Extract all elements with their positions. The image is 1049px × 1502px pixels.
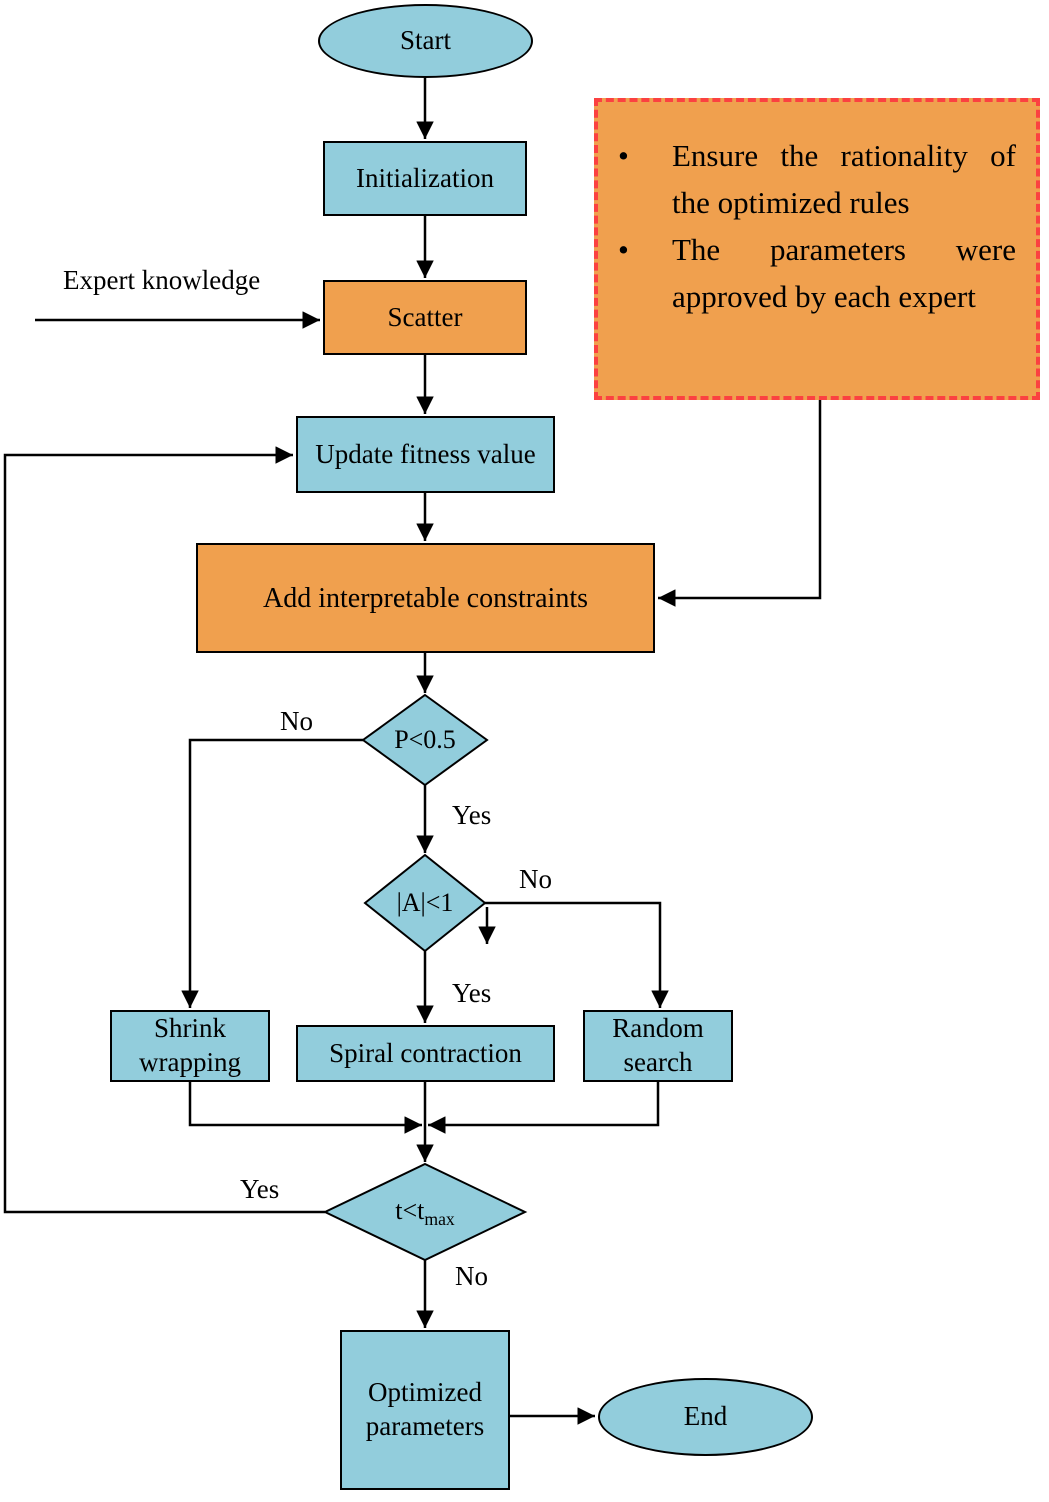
shrink-wrapping-node: Shrink wrapping (110, 1010, 270, 1082)
edge-label-a-no: No (519, 864, 552, 894)
add-constraints-node: Add interpretable constraints (196, 543, 655, 653)
edge-label-a-yes: Yes (452, 978, 492, 1008)
decision-shapes (322, 693, 528, 1262)
initialization-node: Initialization (323, 141, 527, 216)
bullet-icon: • (618, 232, 629, 268)
note-bullet-item: • The parameters were approved by each e… (610, 226, 1020, 320)
decision-p-shape (361, 693, 489, 787)
note-bullet-text: The parameters were approved by each exp… (672, 232, 1016, 315)
update-fitness-node: Update fitness value (296, 416, 555, 493)
decision-t-label-text: t<t (395, 1196, 425, 1225)
random-search-label: Random search (612, 1013, 704, 1077)
connectors (3, 78, 822, 1425)
decision-p-label: P<0.5 (394, 725, 456, 754)
scatter-label: Scatter (387, 301, 463, 332)
decision-a-label: |A|<1 (396, 888, 454, 917)
annotation-note-box: • Ensure the rationality of the optimize… (594, 98, 1040, 400)
edge-label-t-yes: Yes (240, 1174, 280, 1204)
edge-decision-a-no-random (485, 901, 669, 1008)
shrink-wrapping-label: Shrink wrapping (139, 1013, 241, 1077)
edge-label-p-no: No (280, 706, 313, 736)
start-label: Start (400, 25, 451, 56)
edge-label-p-yes: Yes (452, 800, 492, 830)
edge-note-constraints (658, 400, 822, 607)
spiral-contraction-node: Spiral contraction (296, 1025, 555, 1082)
bullet-icon: • (618, 138, 629, 173)
edge-decision-p-no-shrink (181, 738, 363, 1008)
note-bullet-list: • Ensure the rationality of the optimize… (610, 132, 1020, 320)
decision-t-label: t<tmax (325, 1196, 525, 1230)
edge-decision-t-yes-loop (3, 446, 325, 1214)
update-fitness-label: Update fitness value (315, 438, 536, 469)
decision-t-label-sub: max (424, 1209, 455, 1230)
initialization-label: Initialization (356, 162, 494, 193)
edge-label-t-no: No (455, 1261, 488, 1291)
note-bullet-item: • Ensure the rationality of the optimize… (610, 132, 1020, 226)
start-node: Start (318, 4, 533, 78)
expert-knowledge-label: Expert knowledge (63, 265, 261, 295)
end-label: End (683, 1401, 728, 1432)
spiral-contraction-label: Spiral contraction (329, 1037, 522, 1068)
add-constraints-label: Add interpretable constraints (262, 582, 588, 614)
edge-shrink-junction (188, 1082, 422, 1134)
decision-a-shape (363, 853, 487, 953)
optimized-parameters-node: Optimized parameters (340, 1330, 510, 1490)
note-bullet-text: Ensure the rationality of the optimized … (672, 138, 1016, 221)
decision-t-shape (322, 1162, 528, 1262)
optimized-parameters-label: Optimized parameters (365, 1377, 485, 1441)
edge-random-junction (428, 1082, 660, 1134)
scatter-node: Scatter (323, 280, 527, 355)
end-node: End (598, 1378, 813, 1456)
random-search-node: Random search (583, 1010, 733, 1082)
